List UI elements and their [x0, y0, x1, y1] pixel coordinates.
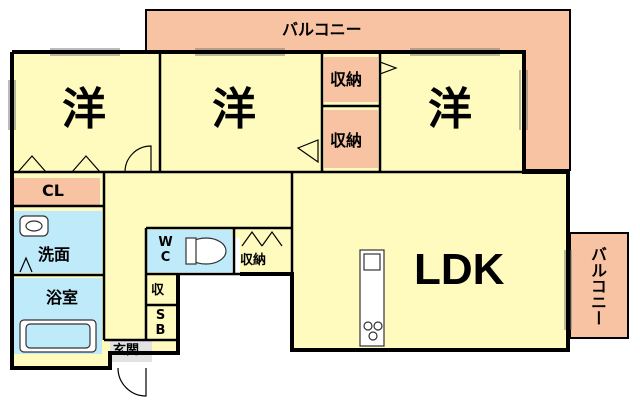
room-west-3-label: 洋: [428, 84, 472, 135]
building-floor: [12, 52, 568, 368]
washroom-label: 洗面: [38, 245, 71, 264]
ldk-label: LDK: [414, 245, 505, 294]
storage-lower-label: 収納: [330, 131, 363, 150]
room-west-2-label: 洋: [212, 84, 256, 135]
toilet-label: WC: [158, 235, 173, 265]
balcony-top-label: バルコニー: [282, 20, 362, 39]
storage-hall-label: 収納: [240, 253, 267, 268]
fixtures: [19, 215, 385, 353]
closet-area: [14, 178, 100, 205]
storage-upper-area: [324, 57, 378, 102]
doors: [17, 61, 398, 397]
storage-small-label: 収: [151, 283, 165, 298]
balcony-right-label: バルコニー: [588, 246, 607, 326]
storage-upper-label: 収納: [330, 70, 363, 89]
storage-lower-area: [324, 110, 378, 168]
balcony-right: [569, 232, 629, 339]
inner-walls: [12, 52, 524, 342]
entrance-label: 玄関: [113, 343, 140, 358]
bathroom-label: 浴室: [46, 288, 79, 307]
closet-label: CL: [42, 181, 64, 200]
room-west-1-label: 洋: [62, 84, 106, 135]
shoe-box-label: SB: [153, 308, 168, 338]
windows: [8, 48, 572, 330]
